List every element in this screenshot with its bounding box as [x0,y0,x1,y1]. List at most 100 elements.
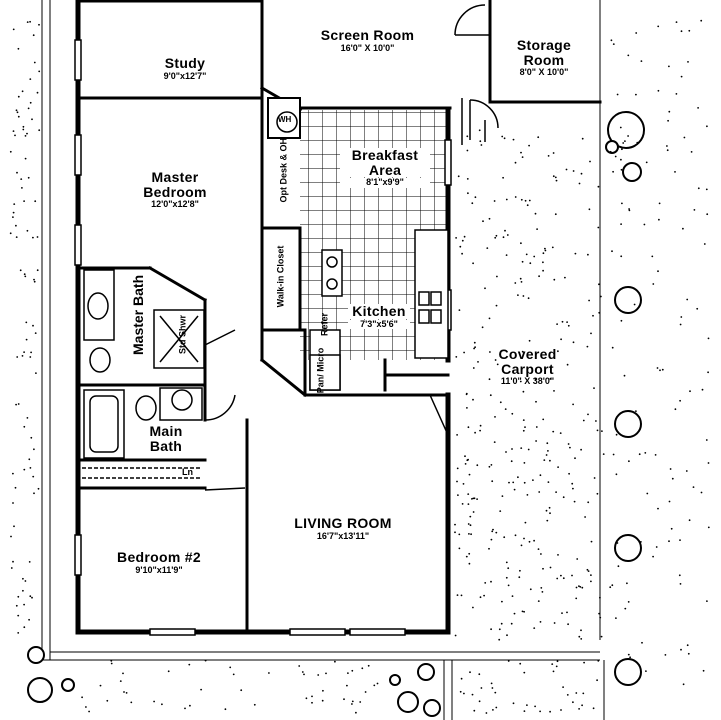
stipple-dot [706,213,709,216]
stipple-dot [545,509,548,512]
stipple-dot [489,351,491,353]
stipple-dot [658,218,660,221]
stipple-dot [298,665,301,667]
stipple-dot [523,462,526,464]
stipple-dot [364,691,367,693]
stipple-dot [478,673,481,676]
stipple-dot [511,412,514,415]
stipple-dot [21,355,24,357]
stipple-dot [15,236,18,239]
stipple-dot [539,474,542,477]
stipple-dot [122,672,124,675]
stipple-dot [626,582,628,585]
stipple-dot [184,707,186,710]
stipple-dot [23,351,25,353]
stipple-dot [466,459,469,462]
stipple-dot [474,196,477,199]
stipple-dot [268,672,270,674]
stipple-dot [466,407,468,409]
stipple-dot [27,107,30,110]
pan-micro-label: Pan/ Micro [315,347,326,394]
stipple-dot [482,220,484,223]
stipple-dot [461,252,463,255]
stipple-dot [586,568,589,571]
stipple-dot [598,612,600,615]
stipple-dot [580,448,582,451]
stipple-dot [10,567,13,569]
water-heater [267,97,301,139]
stipple-dot [486,247,489,250]
stipple-dot [588,208,591,211]
stipple-dot [600,635,603,638]
stipple-dot [12,28,15,31]
stipple-dot [560,338,562,341]
stipple-dot [488,465,491,468]
stipple-dot [22,577,24,580]
stipple-dot [555,665,558,668]
stipple-dot [529,262,532,265]
stipple-dot [706,600,708,602]
stipple-dot [473,347,475,350]
stipple-dot [666,145,668,147]
stipple-dot [687,61,689,63]
stipple-dot [12,560,14,563]
stipple-dot [620,319,623,322]
stipple-dot [460,677,463,680]
stipple-dot [23,273,26,276]
stipple-dot [651,255,654,258]
stipple-dot [32,236,34,239]
stipple-dot [17,632,20,634]
stipple-dot [627,135,629,137]
stipple-dot [578,182,581,185]
stipple-dot [620,255,623,258]
stipple-dot [474,346,476,349]
stipple-dot [23,200,25,203]
stipple-dot [560,574,562,577]
stipple-dot [652,555,654,558]
stipple-dot [17,595,20,598]
stipple-dot [503,137,506,140]
stipple-dot [459,690,462,693]
stipple-dot [514,161,517,164]
stipple-dot [507,584,510,587]
stipple-dot [581,586,584,589]
screen-room-label: Screen Room 16'0" X 10'0" [300,28,435,53]
stipple-dot [106,699,109,702]
stipple-dot [467,503,470,505]
stipple-dot [28,458,31,461]
stipple-dot [473,709,476,712]
stipple-dot [547,450,549,452]
stipple-dot [25,321,28,324]
stipple-dot [668,500,671,503]
stipple-dot [680,75,683,78]
stipple-dot [688,519,691,522]
stipple-dot [578,708,580,710]
stipple-dot [488,217,491,220]
stipple-dot [303,673,305,676]
stipple-dot [343,698,345,701]
stipple-dot [579,586,582,588]
stipple-dot [253,703,256,706]
stipple-dot [522,390,525,393]
stipple-dot [505,561,508,564]
stipple-dot [612,453,615,456]
stipple-dot [572,701,574,704]
stipple-dot [35,372,37,374]
main-bath-fixtures [83,387,203,459]
stipple-dot [572,341,575,344]
stipple-dot [526,704,528,706]
stipple-dot [492,709,494,711]
master-bedroom-dims: 12'0"x12'8" [151,199,199,210]
stipple-dot [578,585,580,587]
stipple-dot [17,47,20,50]
stipple-dot [682,227,684,230]
stipple-dot [602,453,605,455]
stipple-dot [204,659,207,662]
stipple-dot [361,667,364,670]
bedroom-2-label: Bedroom #2 9'10"x11'9" [104,550,214,575]
stipple-dot [612,43,615,45]
stipple-dot [560,709,562,711]
stipple-dot [23,626,26,629]
stipple-dot [707,371,709,374]
